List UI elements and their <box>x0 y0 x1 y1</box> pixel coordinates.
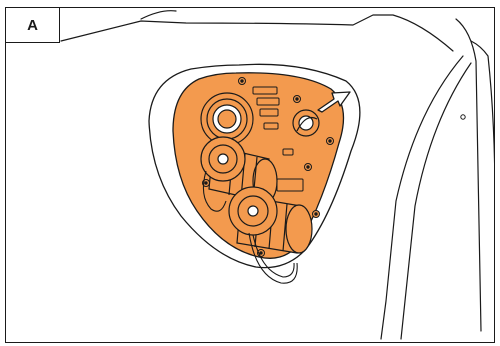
door-opening-inner <box>401 63 471 339</box>
roof-line-inner <box>141 11 176 19</box>
diagram-illustration <box>6 8 495 343</box>
figure-frame: A <box>5 7 495 343</box>
body-screw-hole <box>461 115 465 119</box>
bulb-socket-target <box>293 110 319 136</box>
roof-line <box>61 15 453 51</box>
pillar-edge <box>471 41 495 331</box>
panel-label: A <box>6 8 60 43</box>
